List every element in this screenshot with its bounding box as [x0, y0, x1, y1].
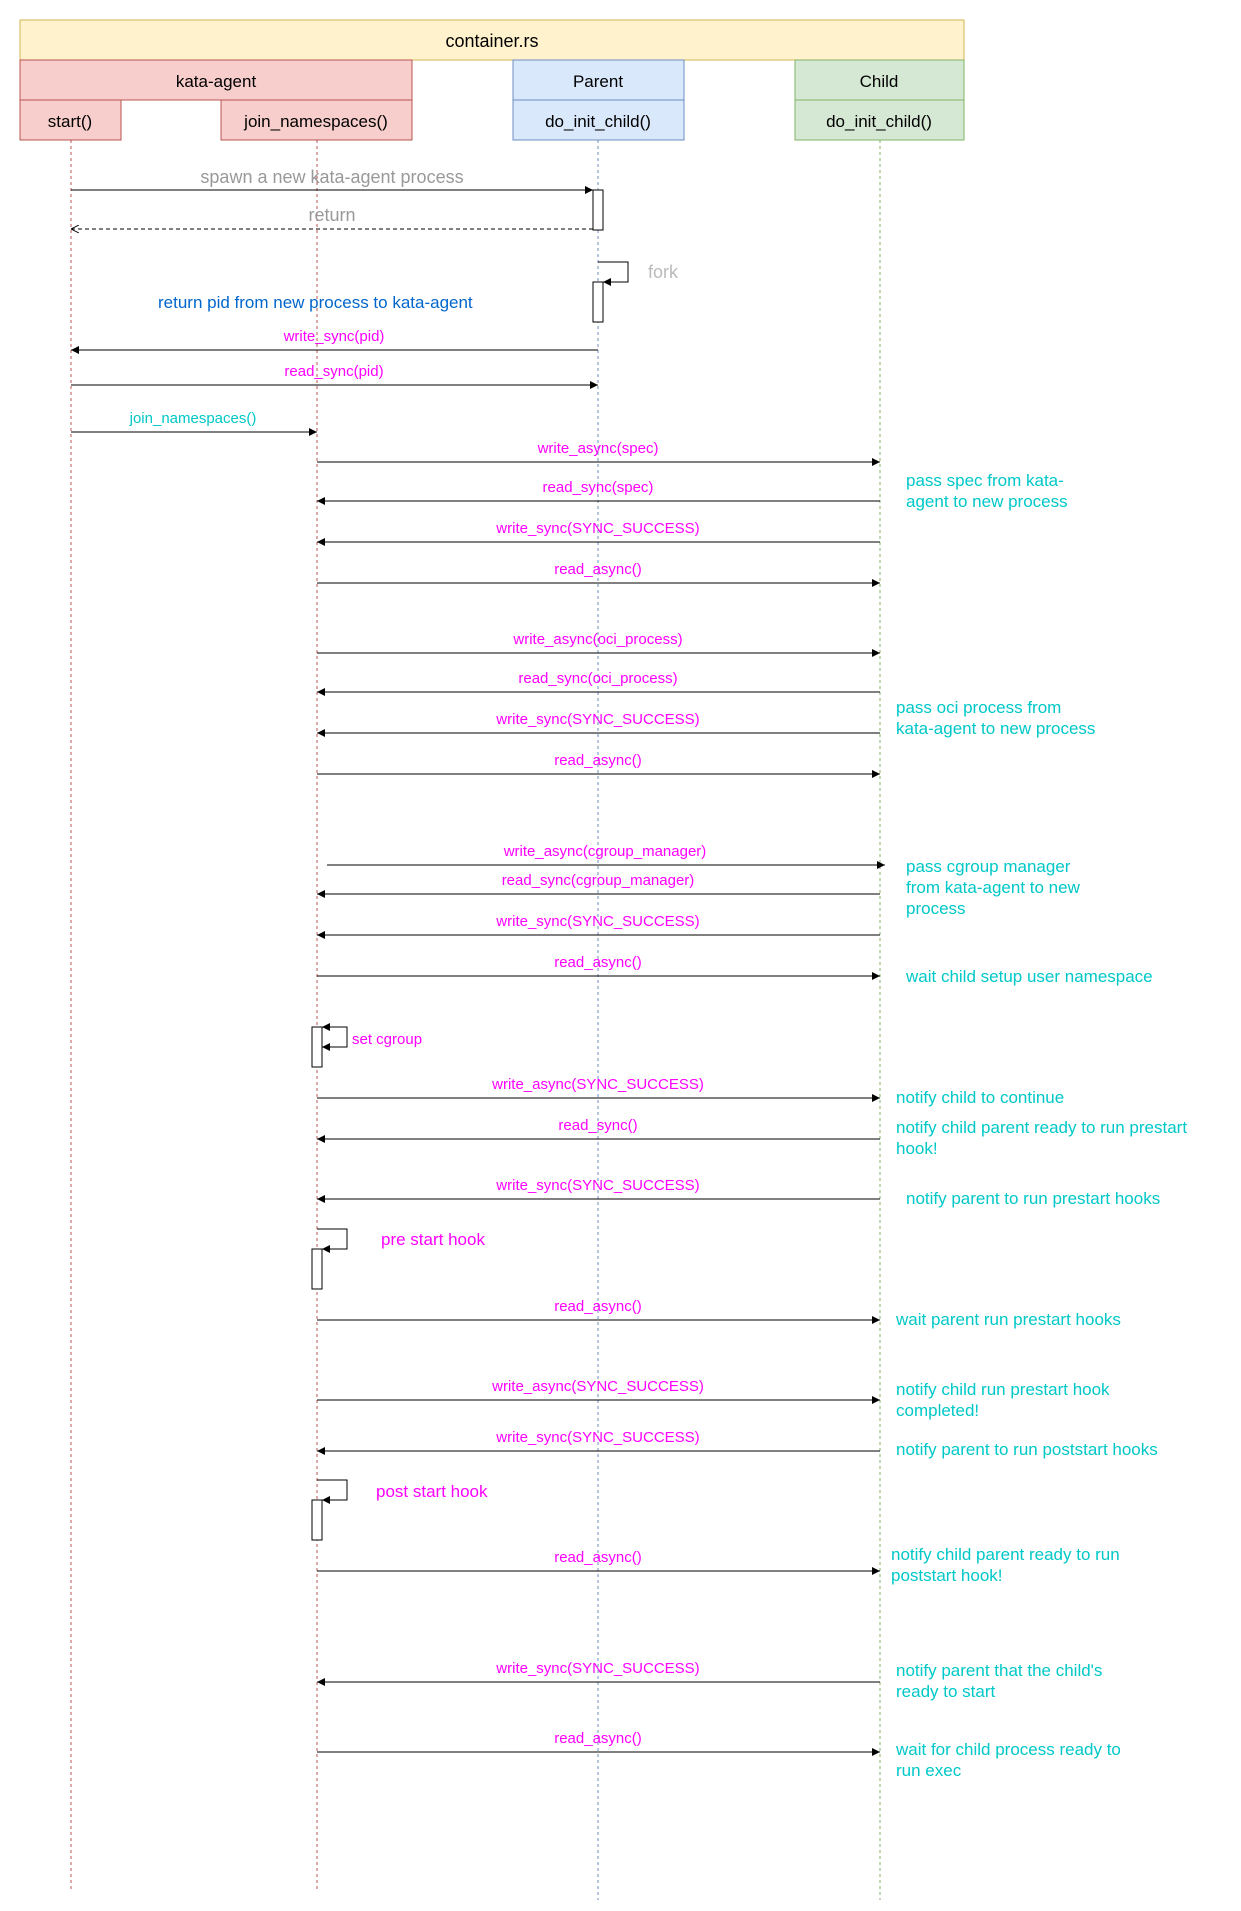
note-ready-poststart-line-1: notify child parent ready to run: [891, 1545, 1120, 1564]
join-activation-poststart: [311, 1499, 323, 1541]
msg-read-async-5-label: read_async(): [554, 1549, 642, 1566]
note-pass-oci: pass oci process from kata-agent to new …: [896, 698, 1095, 738]
note-ready-prestart-line-1: notify child parent ready to run prestar…: [896, 1118, 1187, 1137]
note-ready-prestart: notify child parent ready to run prestar…: [896, 1118, 1192, 1158]
note-pass-cgroup-line-1: pass cgroup manager: [906, 857, 1071, 876]
child-lifeline-label: do_init_child(): [826, 112, 932, 131]
msg-read-sync-pid-label: read_sync(pid): [284, 363, 383, 380]
kata-agent-group-label: kata-agent: [176, 72, 257, 91]
note-pass-spec-line-1: pass spec from kata-: [906, 471, 1064, 490]
note-prestart-completed-line-2: completed!: [896, 1401, 979, 1420]
child-group-label: Child: [860, 72, 899, 91]
msg-read-sync-spec-label: read_sync(spec): [543, 479, 654, 496]
notes: pass spec from kata- agent to new proces…: [891, 471, 1192, 1780]
note-ready-prestart-line-2: hook!: [896, 1139, 938, 1158]
msg-write-async-cgroup-label: write_async(cgroup_manager): [503, 843, 707, 860]
note-notify-continue-line-1: notify child to continue: [896, 1088, 1064, 1107]
note-notify-continue: notify child to continue: [896, 1088, 1064, 1107]
msg-read-sync-oci-label: read_sync(oci_process): [518, 670, 677, 687]
note-wait-exec-line-1: wait for child process ready to: [895, 1740, 1121, 1759]
join-activation-prestart: [311, 1248, 323, 1290]
note-child-ready: notify parent that the child's ready to …: [896, 1661, 1107, 1701]
msg-prestart-hook-arrow: [317, 1228, 348, 1253]
msg-read-async-4-label: read_async(): [554, 1298, 642, 1315]
start-lifeline-box: [19, 99, 122, 141]
msg-write-sync-success-3-label: write_sync(SYNC_SUCCESS): [495, 913, 699, 930]
lifelines: [70, 140, 881, 1900]
parent-activation-fork: [592, 281, 604, 323]
msg-write-async-success-1-label: write_async(SYNC_SUCCESS): [491, 1076, 704, 1093]
note-child-ready-line-2: ready to start: [896, 1682, 995, 1701]
msg-poststart-hook-label: post start hook: [376, 1482, 488, 1501]
msg-read-sync-cgroup-label: read_sync(cgroup_manager): [502, 872, 695, 889]
note-run-poststart-line-1: notify parent to run poststart hooks: [896, 1440, 1158, 1459]
note-pass-cgroup: pass cgroup manager from kata-agent to n…: [906, 857, 1085, 918]
msg-spawn-label: spawn a new kata-agent process: [200, 167, 463, 187]
msg-read-async-1-label: read_async(): [554, 561, 642, 578]
activations: [311, 189, 604, 1541]
msg-write-sync-success-6-label: write_sync(SYNC_SUCCESS): [495, 1660, 699, 1677]
note-wait-exec-line-2: run exec: [896, 1761, 962, 1780]
parent-lifeline-box: [512, 99, 685, 141]
msg-read-sync-label: read_sync(): [558, 1117, 637, 1134]
msg-poststart-hook-arrow: [317, 1479, 348, 1504]
msg-read-async-3-label: read_async(): [554, 954, 642, 971]
parent-lifeline-label: do_init_child(): [545, 112, 651, 131]
parent-activation-spawn: [592, 189, 604, 231]
note-pass-spec-line-2: agent to new process: [906, 492, 1068, 511]
note-pass-spec: pass spec from kata- agent to new proces…: [906, 471, 1069, 511]
note-run-poststart: notify parent to run poststart hooks: [896, 1440, 1158, 1459]
file-header-box: [19, 19, 965, 61]
child-lifeline-box: [794, 99, 965, 141]
msg-prestart-hook-label: pre start hook: [381, 1230, 485, 1249]
msg-write-sync-success-1-label: write_sync(SYNC_SUCCESS): [495, 520, 699, 537]
note-prestart-completed: notify child run prestart hook completed…: [896, 1380, 1114, 1420]
note-run-prestart-line-1: notify parent to run prestart hooks: [906, 1189, 1160, 1208]
note-child-ready-line-1: notify parent that the child's: [896, 1661, 1102, 1680]
note-wait-exec: wait for child process ready to run exec: [895, 1740, 1126, 1780]
msg-fork-label: fork: [648, 262, 679, 282]
note-wait-prestart: wait parent run prestart hooks: [895, 1310, 1121, 1329]
join-lifeline-label: join_namespaces(): [243, 112, 388, 131]
msg-write-async-success-2-label: write_async(SYNC_SUCCESS): [491, 1378, 704, 1395]
msg-write-sync-success-4-label: write_sync(SYNC_SUCCESS): [495, 1177, 699, 1194]
messages: spawn a new kata-agent process return fo…: [71, 167, 885, 1756]
note-pass-oci-line-2: kata-agent to new process: [896, 719, 1095, 738]
note-prestart-completed-line-1: notify child run prestart hook: [896, 1380, 1110, 1399]
note-wait-userns-line-1: wait child setup user namespace: [905, 967, 1153, 986]
note-pass-cgroup-line-2: from kata-agent to new: [906, 878, 1081, 897]
msg-read-async-6-label: read_async(): [554, 1730, 642, 1747]
header: container.rs kata-agent start() join_nam…: [19, 19, 965, 141]
note-ready-poststart-line-2: poststart hook!: [891, 1566, 1003, 1585]
note-pass-oci-line-1: pass oci process from: [896, 698, 1061, 717]
msg-fork-arrow: [598, 261, 629, 286]
join-activation-cgroup: [311, 1026, 323, 1068]
msg-read-async-2-label: read_async(): [554, 752, 642, 769]
msg-return-label: return: [308, 205, 355, 225]
note-wait-prestart-line-1: wait parent run prestart hooks: [895, 1310, 1121, 1329]
note-run-prestart: notify parent to run prestart hooks: [906, 1189, 1160, 1208]
msg-write-sync-pid-label: write_sync(pid): [283, 328, 385, 345]
msg-write-sync-success-2-label: write_sync(SYNC_SUCCESS): [495, 711, 699, 728]
parent-group-label: Parent: [573, 72, 623, 91]
msg-fork-note: return pid from new process to kata-agen…: [158, 293, 473, 312]
msg-join-namespaces-label: join_namespaces(): [129, 410, 257, 427]
msg-set-cgroup-label: set cgroup: [352, 1031, 422, 1048]
note-wait-userns: wait child setup user namespace: [905, 967, 1153, 986]
note-pass-cgroup-line-3: process: [906, 899, 966, 918]
msg-write-sync-success-5-label: write_sync(SYNC_SUCCESS): [495, 1429, 699, 1446]
join-lifeline-box: [220, 99, 413, 141]
file-title: container.rs: [445, 31, 538, 51]
msg-write-async-oci-label: write_async(oci_process): [512, 631, 682, 648]
msg-write-async-spec-label: write_async(spec): [537, 440, 659, 457]
kata-agent-group-box: [19, 59, 413, 101]
note-ready-poststart: notify child parent ready to run poststa…: [891, 1545, 1124, 1585]
msg-set-cgroup-arrow: [322, 1026, 348, 1051]
start-lifeline-label: start(): [48, 112, 92, 131]
